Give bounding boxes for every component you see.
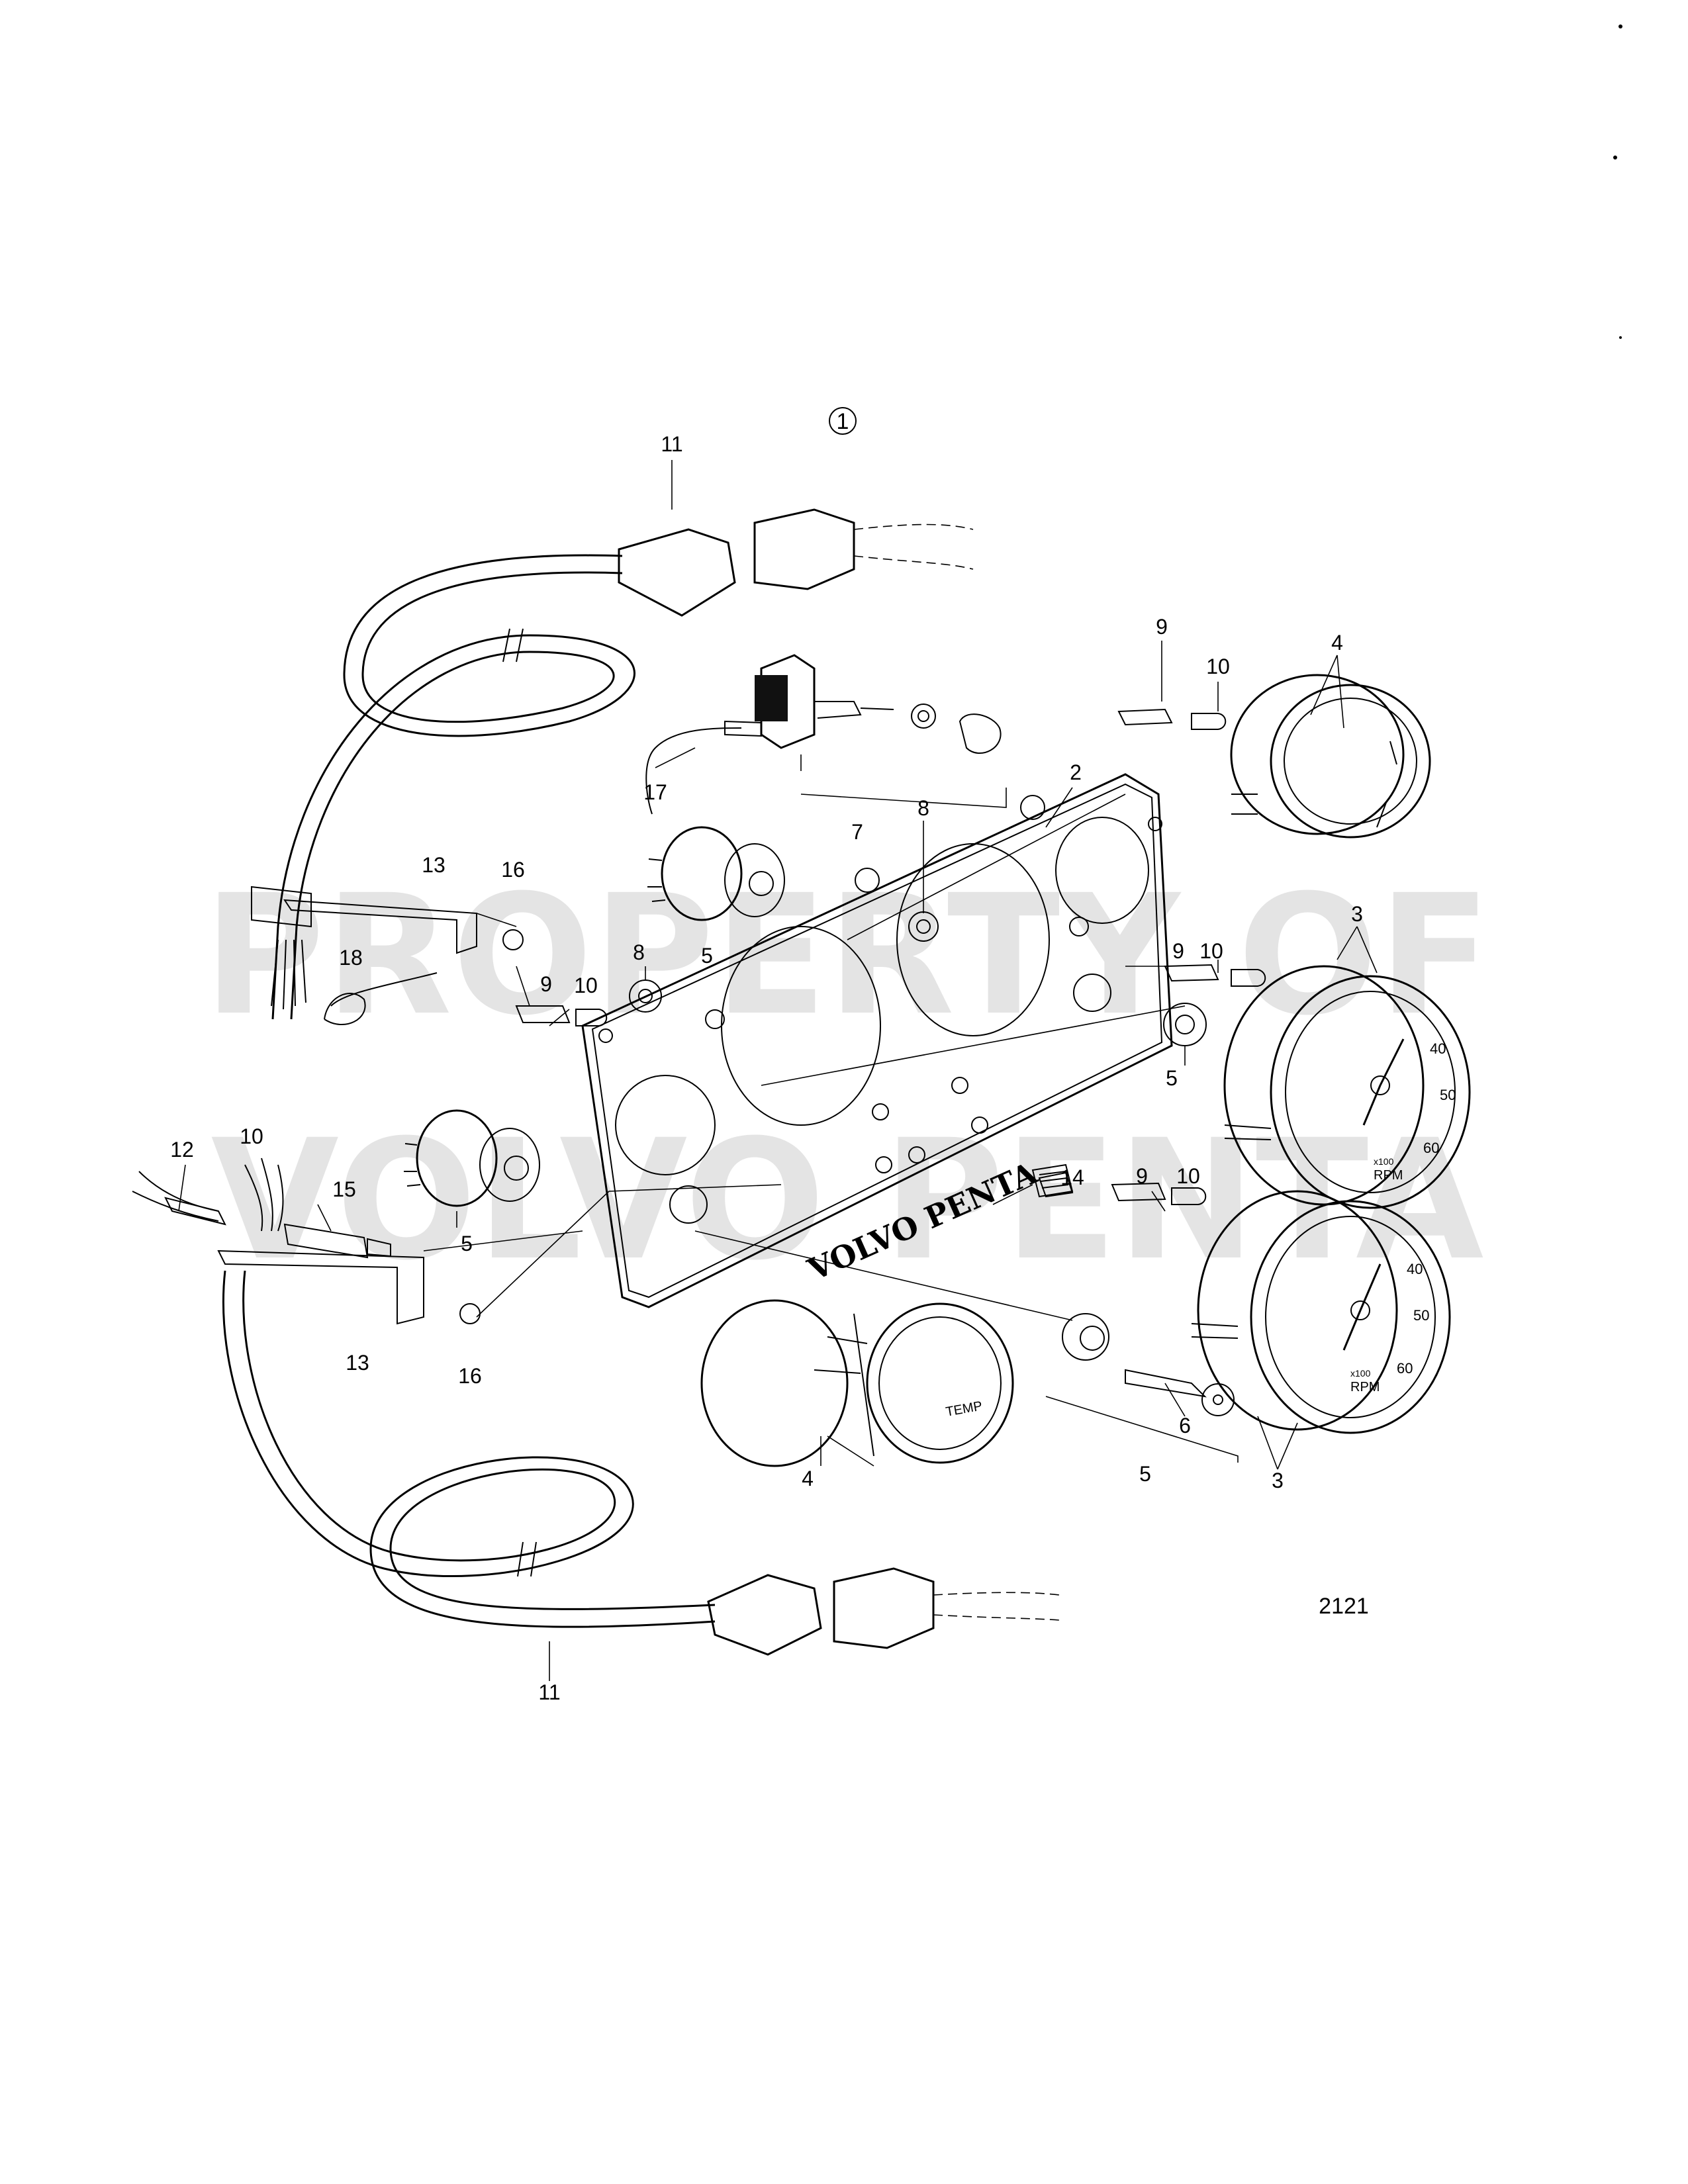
callout-10-left: 10 bbox=[240, 1124, 263, 1148]
temperature-gauge: TEMP bbox=[700, 1299, 1014, 1467]
figure-marker: 1 bbox=[829, 407, 857, 435]
fuse-holder bbox=[283, 1223, 391, 1259]
switch-knob bbox=[959, 713, 1002, 754]
bushing-key-switch bbox=[1062, 1313, 1109, 1361]
callout-9-mid: 9 bbox=[540, 972, 552, 996]
callout-10-right: 10 bbox=[1199, 939, 1223, 963]
callout-9-top: 9 bbox=[1156, 615, 1168, 639]
callout-6: 6 bbox=[1179, 1414, 1191, 1437]
tach-upper-tick-50: 50 bbox=[1440, 1087, 1456, 1103]
tach-upper-label: RPM bbox=[1374, 1168, 1403, 1183]
tach-upper-tick-40: 40 bbox=[1430, 1040, 1446, 1057]
callout-18: 18 bbox=[339, 946, 363, 970]
callout-9-right: 9 bbox=[1172, 939, 1184, 963]
panel-outline bbox=[581, 773, 1173, 1308]
callout-3-top: 3 bbox=[1351, 902, 1363, 926]
callout-4-top: 4 bbox=[1331, 631, 1343, 655]
callout-4-bottom: 4 bbox=[802, 1467, 814, 1490]
callout-14: 14 bbox=[1060, 1165, 1084, 1189]
callout-15: 15 bbox=[332, 1177, 356, 1201]
callout-9-low: 9 bbox=[1136, 1164, 1148, 1188]
ignition-key bbox=[1125, 1369, 1235, 1416]
tach-upper-factor: x100 bbox=[1374, 1156, 1394, 1167]
callout-11-bottom: 11 bbox=[538, 1680, 560, 1704]
tach-lower-factor: x100 bbox=[1350, 1368, 1371, 1379]
tach-upper-tick-60: 60 bbox=[1423, 1140, 1439, 1156]
callout-5-d: 5 bbox=[1139, 1462, 1151, 1486]
callout-10-low: 10 bbox=[1176, 1164, 1200, 1188]
temp-gauge-label: TEMP bbox=[945, 1399, 984, 1420]
tach-lower-tick-60: 60 bbox=[1397, 1360, 1413, 1377]
tach-lower-label: RPM bbox=[1350, 1380, 1380, 1394]
cable-tie bbox=[324, 972, 438, 1026]
callout-10-mid: 10 bbox=[574, 974, 598, 997]
callouts: 11 9 10 4 2 17 7 8 13 16 5 18 8 9 10 9 1… bbox=[170, 432, 1363, 1704]
tachometer-lower: 40 50 60 x100 RPM bbox=[1191, 1190, 1451, 1434]
lamp-holders bbox=[515, 708, 1266, 1205]
callout-10-top: 10 bbox=[1206, 655, 1230, 678]
scan-specks bbox=[1613, 24, 1622, 339]
callout-13-bottom: 13 bbox=[346, 1351, 369, 1375]
callout-16-bottom: 16 bbox=[458, 1364, 482, 1388]
panel-hole-small-left bbox=[615, 1075, 716, 1175]
callout-7: 7 bbox=[851, 820, 863, 844]
leader-lines bbox=[178, 460, 1378, 1681]
callout-3-bottom: 3 bbox=[1272, 1469, 1284, 1492]
figure-marker-number: 1 bbox=[837, 409, 849, 434]
tach-lower-tick-40: 40 bbox=[1407, 1261, 1423, 1277]
callout-2: 2 bbox=[1070, 760, 1082, 784]
wiring-harness-top bbox=[251, 508, 974, 1020]
wiring-harness-bottom bbox=[132, 1158, 1060, 1656]
callout-12: 12 bbox=[170, 1138, 194, 1161]
callout-5-b: 5 bbox=[1166, 1066, 1178, 1090]
callout-8-a: 8 bbox=[917, 796, 929, 820]
figure-marker-circle bbox=[829, 407, 857, 435]
warning-switch-upper bbox=[647, 826, 785, 921]
panel-hole-large-right bbox=[896, 843, 1050, 1036]
callout-11-top: 11 bbox=[661, 432, 682, 456]
drawing-number: 2121 bbox=[1319, 1594, 1369, 1619]
rotary-switch-assembly bbox=[645, 654, 1002, 815]
callout-16-top: 16 bbox=[501, 858, 525, 882]
warning-switch-lower bbox=[404, 1109, 540, 1207]
watermark: PROPERTY OF VOLVO PENTA bbox=[203, 859, 1491, 1297]
callout-5-c: 5 bbox=[461, 1232, 473, 1255]
callout-13-top: 13 bbox=[422, 853, 445, 877]
bushing-lower bbox=[629, 979, 662, 1013]
tachometer-upper: 40 50 60 x100 RPM bbox=[1223, 965, 1471, 1209]
gauge-small-top bbox=[1230, 674, 1431, 839]
knurled-nut bbox=[911, 704, 936, 729]
callout-17: 17 bbox=[643, 780, 667, 804]
callout-8-b: 8 bbox=[633, 940, 645, 964]
callout-5-a: 5 bbox=[701, 944, 713, 968]
tach-lower-tick-50: 50 bbox=[1413, 1307, 1429, 1324]
panel-hole-small-right bbox=[1055, 817, 1149, 924]
threaded-adapter bbox=[1031, 1163, 1074, 1198]
watermark-line-1: PROPERTY OF bbox=[203, 859, 1491, 1052]
